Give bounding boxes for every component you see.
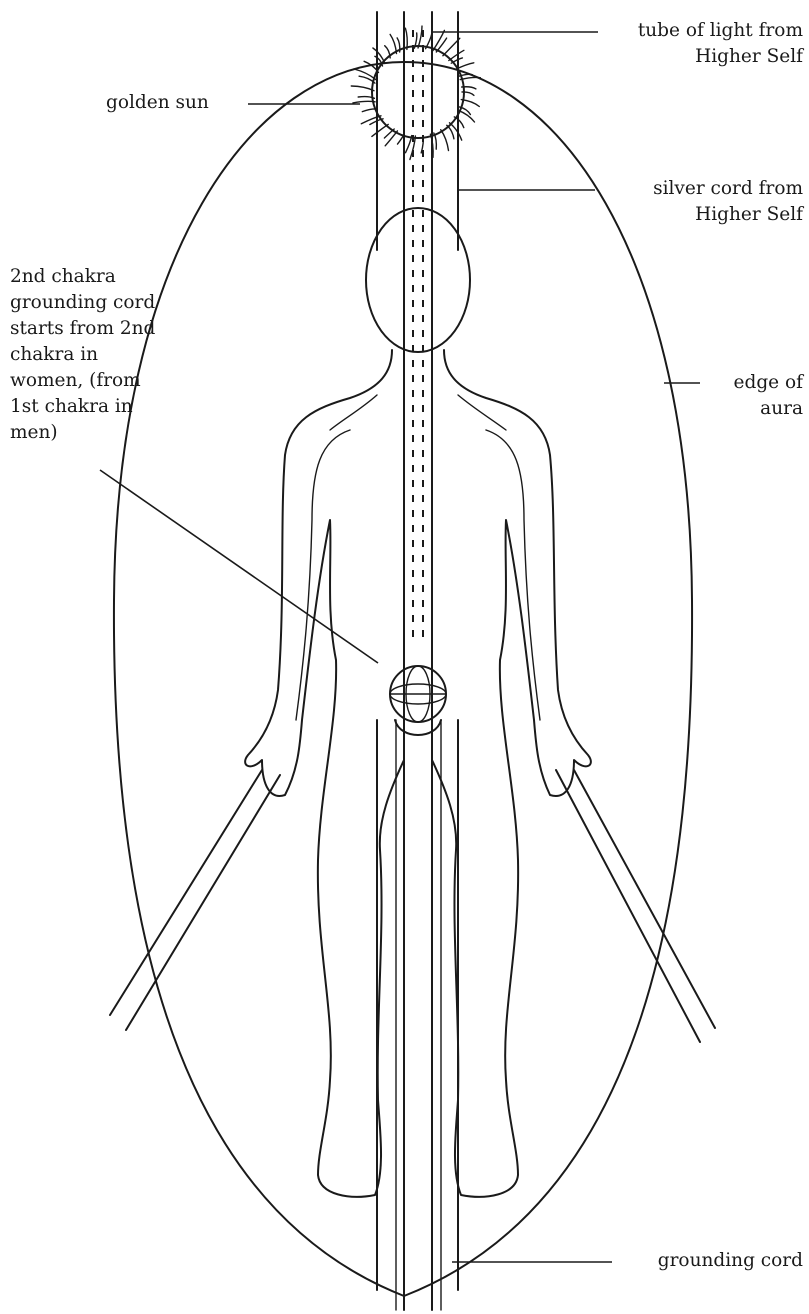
sun-ray — [406, 136, 412, 153]
second-chakra-sphere — [390, 666, 446, 735]
sun-ray — [405, 28, 407, 49]
sun-ray — [460, 77, 480, 79]
sun-ray — [390, 34, 396, 53]
label-grounding-cord-text: grounding cord — [658, 1248, 803, 1274]
label-golden-sun-text: golden sun — [106, 90, 209, 116]
tube-of-light — [377, 12, 458, 1290]
hand-cords — [110, 770, 715, 1042]
golden-sun — [351, 26, 480, 159]
silver-cord — [396, 12, 441, 1310]
label-silver-cord-line1: silver cord from — [653, 176, 803, 202]
label-tube-of-light-line1: tube of light from — [638, 18, 803, 44]
sun-ray — [434, 133, 437, 149]
sun-ray — [454, 117, 464, 128]
label-tube-of-light-line2: Higher Self — [638, 44, 803, 70]
label-second-chakra-line6: 1st chakra in — [10, 394, 155, 420]
label-edge-of-aura-line2: aura — [734, 396, 803, 422]
label-golden-sun: golden sun — [106, 90, 209, 116]
label-second-chakra: 2nd chakra grounding cord starts from 2n… — [10, 264, 155, 446]
sun-ray — [458, 110, 475, 122]
sun-ray — [372, 124, 388, 136]
sun-ray — [436, 38, 446, 52]
label-edge-of-aura-line1: edge of — [734, 370, 803, 396]
sun-ray — [461, 100, 479, 107]
sun-ray — [385, 46, 391, 58]
label-second-chakra-line4: chakra in — [10, 342, 155, 368]
label-edge-of-aura: edge of aura — [734, 370, 803, 422]
body-figure — [245, 208, 591, 1197]
label-second-chakra-line7: men) — [10, 420, 155, 446]
label-second-chakra-line3: starts from 2nd — [10, 316, 155, 342]
label-silver-cord-line2: Higher Self — [653, 202, 803, 228]
sun-ray — [358, 97, 374, 99]
sun-ray — [451, 58, 462, 63]
sun-ray — [433, 30, 445, 50]
sun-ray — [351, 86, 374, 91]
label-grounding-cord: grounding cord — [658, 1248, 803, 1274]
sun-ray — [441, 130, 449, 151]
label-tube-of-light: tube of light from Higher Self — [638, 18, 803, 70]
sun-ray — [449, 50, 464, 60]
label-second-chakra-line5: women, (from — [10, 368, 155, 394]
label-silver-cord: silver cord from Higher Self — [653, 176, 803, 228]
sun-ray — [385, 131, 397, 146]
label-second-chakra-line1: 2nd chakra — [10, 264, 155, 290]
sun-ray — [373, 48, 385, 63]
label-second-chakra-line2: grounding cord — [10, 290, 155, 316]
sun-ray — [353, 101, 375, 103]
sun-ray — [418, 26, 422, 48]
